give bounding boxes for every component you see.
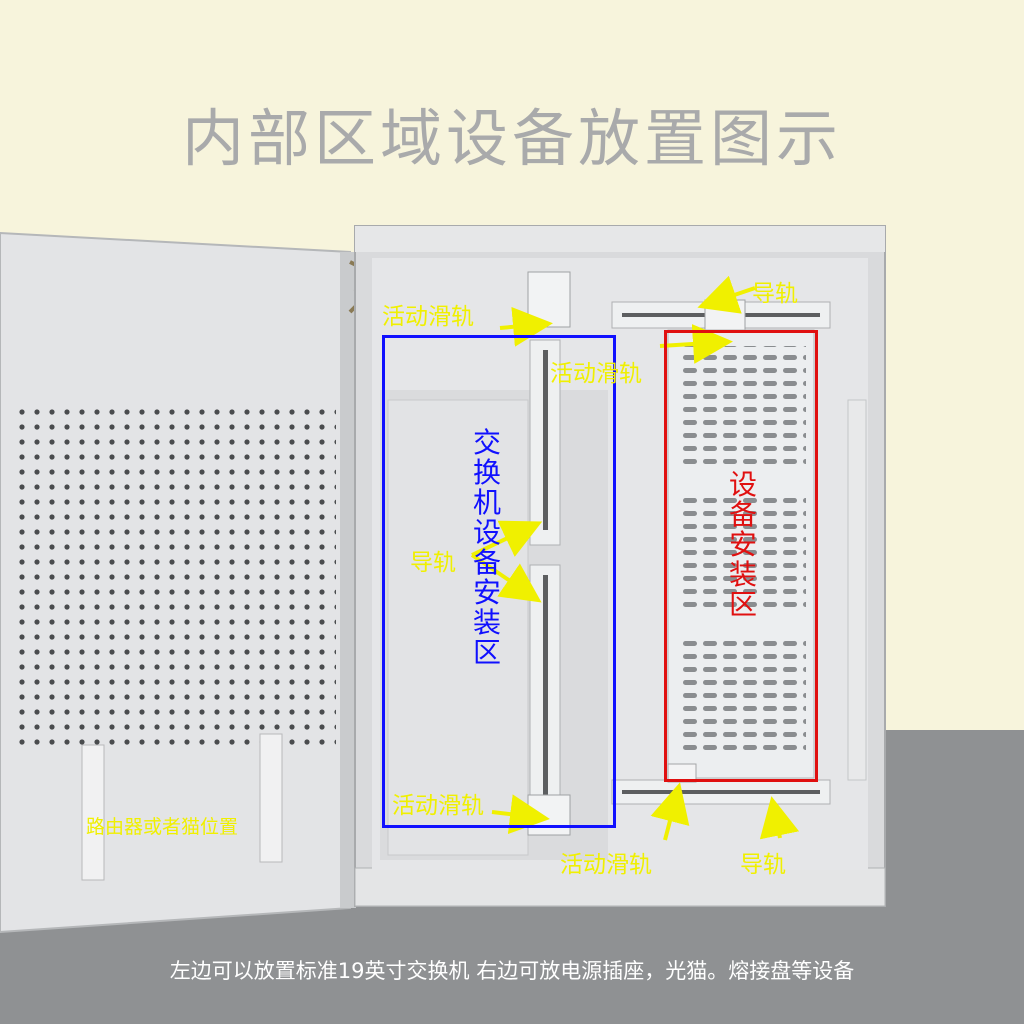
label-guide-rail-1: 导轨 [752, 281, 798, 307]
door-strap-right [259, 733, 283, 863]
label-guide-rail-2: 导轨 [410, 550, 456, 576]
page-title: 内部区域设备放置图示 [181, 102, 842, 175]
cabinet-door [0, 231, 365, 934]
arrow-guide-rail-1 [697, 275, 756, 314]
arrow-movable-rail-4 [650, 782, 690, 841]
annotation-arrows [470, 275, 800, 841]
device-install-zone [664, 330, 818, 782]
door-strap-left [81, 744, 105, 881]
switch-install-zone [382, 335, 616, 828]
arrow-movable-rail-1 [499, 306, 553, 347]
label-movable-rail-1: 活动滑轨 [382, 304, 474, 330]
arrow-guide-rail-3 [759, 796, 800, 840]
cabinet-body [354, 225, 886, 907]
label-movable-rail-3: 活动滑轨 [392, 793, 484, 819]
bottom-caption: 左边可以放置标准19英寸交换机 右边可放电源插座，光猫。熔接盘等设备 [169, 959, 855, 983]
door-ventilation-holes [16, 408, 336, 753]
arrow-guide-rail-2b [470, 553, 542, 603]
switch-zone-label: 交换机设备安装区 [472, 426, 501, 669]
arrow-movable-rail-3 [491, 794, 550, 835]
arrow-movable-rail-2 [659, 324, 733, 364]
label-router-position: 路由器或者猫位置 [86, 816, 239, 838]
device-zone-label: 设备安装区 [728, 468, 757, 621]
label-guide-rail-3: 导轨 [740, 852, 786, 878]
arrow-guide-rail-2a [471, 520, 543, 557]
label-movable-rail-2: 活动滑轨 [550, 361, 642, 387]
label-movable-rail-4: 活动滑轨 [560, 852, 652, 878]
